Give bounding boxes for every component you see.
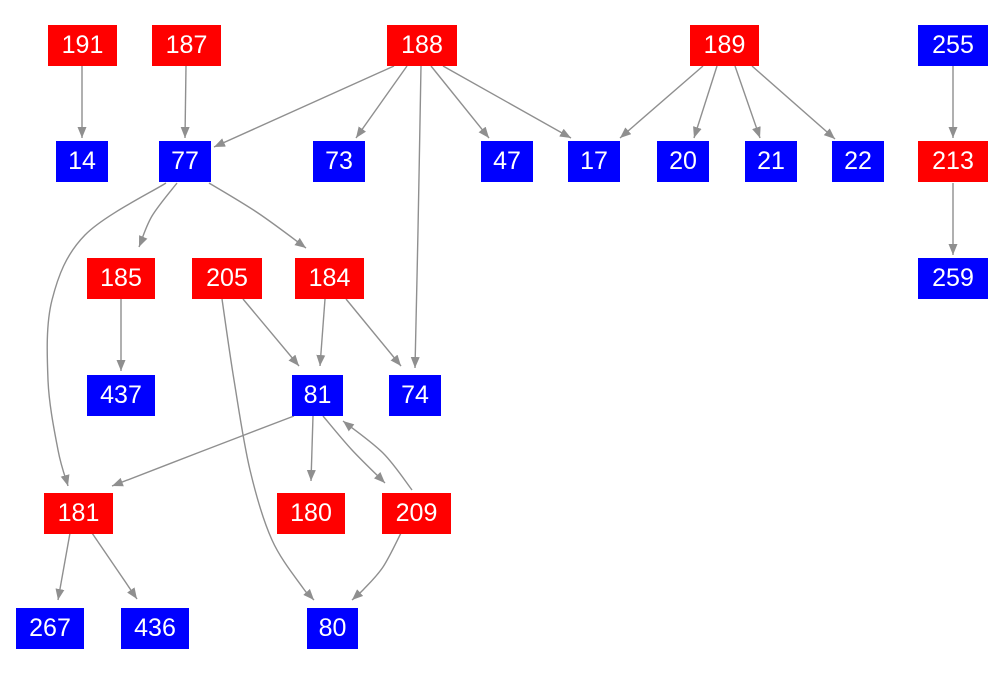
graph-node-181: 181 <box>44 493 113 534</box>
graph-node-185: 185 <box>87 258 155 299</box>
graph-node-180: 180 <box>277 493 345 534</box>
edge-205-80 <box>221 298 315 601</box>
graph-node-17: 17 <box>568 141 620 182</box>
graph-node-21: 21 <box>745 141 797 182</box>
edge-184-74 <box>345 298 402 367</box>
edge-188-17 <box>442 65 572 139</box>
edge-81-209 <box>322 415 386 484</box>
edge-189-17 <box>619 65 704 139</box>
graph-node-73: 73 <box>313 141 365 182</box>
edge-181-436 <box>91 532 138 600</box>
graph-node-437: 437 <box>87 375 155 416</box>
edge-189-20 <box>693 65 718 139</box>
graph-node-47: 47 <box>481 141 533 182</box>
edge-81-180 <box>306 415 316 482</box>
graph-node-81: 81 <box>292 375 343 416</box>
graph-node-14: 14 <box>56 141 108 182</box>
edge-187-77 <box>180 65 190 139</box>
edge-209-80 <box>351 532 402 601</box>
graph-node-80: 80 <box>307 608 358 649</box>
edge-209-81 <box>342 420 413 491</box>
graph-node-22: 22 <box>832 141 884 182</box>
graph-node-74: 74 <box>389 375 441 416</box>
graph-node-184: 184 <box>295 258 364 299</box>
graph-node-20: 20 <box>657 141 709 182</box>
edge-81-181 <box>111 415 295 487</box>
graph-node-205: 205 <box>192 258 262 299</box>
graph-node-187: 187 <box>152 25 221 66</box>
graph-node-259: 259 <box>918 258 988 299</box>
graph-node-267: 267 <box>16 608 84 649</box>
graph-node-436: 436 <box>121 608 189 649</box>
edge-77-185 <box>138 182 178 248</box>
edge-189-22 <box>751 65 836 140</box>
edge-188-74 <box>410 65 422 369</box>
edge-205-81 <box>242 298 300 367</box>
graph-node-255: 255 <box>918 25 988 66</box>
edge-188-77 <box>213 65 395 148</box>
edge-77-184 <box>208 182 307 249</box>
edge-77-181 <box>46 182 167 487</box>
edge-188-47 <box>430 65 490 139</box>
graph-node-188: 188 <box>387 25 457 66</box>
edge-188-73 <box>355 65 408 139</box>
graph-node-213: 213 <box>918 141 988 182</box>
edge-181-267 <box>55 532 71 601</box>
edge-189-21 <box>734 65 761 139</box>
graph-node-77: 77 <box>159 141 211 182</box>
graph-node-189: 189 <box>690 25 759 66</box>
graph-node-191: 191 <box>48 25 117 66</box>
graph-node-209: 209 <box>382 493 451 534</box>
edge-184-81 <box>316 298 326 367</box>
